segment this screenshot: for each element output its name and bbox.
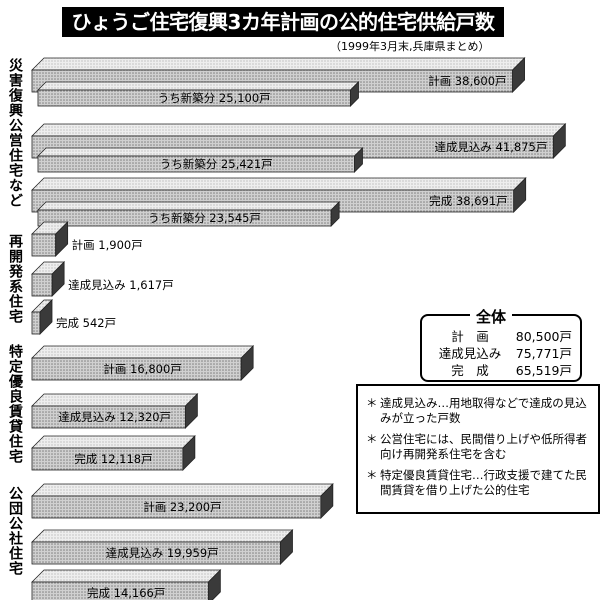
bar-1-0 bbox=[31, 221, 69, 257]
bar-top-face bbox=[37, 147, 364, 157]
bar-side-face bbox=[350, 81, 359, 107]
bar-0-2 bbox=[31, 177, 527, 213]
total-key: 計 画 bbox=[451, 329, 489, 344]
total-value: 65,519戸 bbox=[515, 363, 572, 378]
bar-new-value-label: うち新築分 25,421戸 bbox=[160, 157, 273, 171]
total-row-expected: 達成見込み 75,771戸 bbox=[432, 343, 572, 361]
bar-new-value-label: うち新築分 25,100戸 bbox=[158, 91, 271, 105]
note-mark: ＊ bbox=[366, 396, 378, 410]
bar-top-face bbox=[31, 57, 526, 71]
bar-side-face bbox=[280, 529, 293, 565]
total-key: 完 成 bbox=[451, 363, 489, 378]
bar-front-face bbox=[31, 233, 57, 257]
chart-title: ひょうご住宅復興3カ年計画の公的住宅供給戸数 bbox=[62, 7, 504, 37]
bar-side-face bbox=[39, 299, 53, 335]
bar-3-1 bbox=[31, 529, 294, 565]
bar-value-label: 達成見込み 41,875戸 bbox=[434, 140, 547, 154]
bar-value-label: 達成見込み 1,617戸 bbox=[68, 278, 174, 292]
group-label-public-corp-housing: 公団公社住宅 bbox=[7, 486, 23, 576]
bar-side-face bbox=[182, 435, 196, 471]
total-box: 全体 計 画 80,500戸 達成見込み 75,771戸 完 成 65,519戸 bbox=[420, 306, 582, 382]
bar-top-face bbox=[31, 393, 199, 407]
bar-side-face bbox=[207, 569, 221, 600]
bar-side-face bbox=[330, 201, 340, 227]
notes-box: ＊ 達成見込み…用地取得などで達成の見込みが立った戸数 ＊ 公営住宅には、民間借… bbox=[356, 384, 600, 514]
bar-3-2 bbox=[31, 569, 222, 600]
bar-new-0-1 bbox=[37, 147, 364, 173]
note-item: ＊ 特定優良賃貸住宅…行政支援で建てた民間賃貸を借り上げた公的住宅 bbox=[366, 468, 592, 498]
bar-2-0 bbox=[31, 345, 255, 381]
bar-value-label: 完成 542戸 bbox=[56, 316, 116, 330]
note-text: 達成見込み…用地取得などで達成の見込みが立った戸数 bbox=[380, 396, 587, 425]
bar-top-face bbox=[37, 201, 341, 211]
bar-top-face bbox=[31, 345, 255, 359]
bar-value-label: 計画 1,900戸 bbox=[72, 238, 143, 252]
bar-1-2 bbox=[31, 299, 53, 335]
bar-3-0 bbox=[31, 483, 334, 519]
bar-1-1 bbox=[31, 261, 66, 297]
bar-side-face bbox=[512, 57, 525, 93]
bar-value-label: 計画 16,800戸 bbox=[103, 362, 181, 376]
source-note: （1999年3月末,兵庫県まとめ） bbox=[330, 40, 490, 53]
total-heading: 全体 bbox=[470, 306, 513, 327]
note-item: ＊ 公営住宅には、民間借り上げや低所得者向け再開発系住宅を含む bbox=[366, 432, 592, 462]
bar-front-face bbox=[31, 273, 53, 297]
bar-side-face bbox=[320, 483, 334, 519]
total-row-complete: 完 成 65,519戸 bbox=[432, 360, 572, 378]
bar-side-face bbox=[55, 221, 69, 257]
bar-top-face bbox=[31, 123, 567, 137]
bar-value-label: 達成見込み 12,320戸 bbox=[58, 410, 171, 424]
bar-value-label: 完成 12,118戸 bbox=[74, 452, 152, 466]
bar-side-face bbox=[552, 123, 566, 159]
bar-value-label: 達成見込み 19,959戸 bbox=[106, 546, 219, 560]
bar-top-face bbox=[37, 81, 360, 91]
bar-new-value-label: うち新築分 23,545戸 bbox=[148, 211, 261, 225]
note-mark: ＊ bbox=[366, 468, 378, 482]
bar-value-label: 計画 38,600戸 bbox=[428, 74, 506, 88]
note-item: ＊ 達成見込み…用地取得などで達成の見込みが立った戸数 bbox=[366, 396, 592, 426]
note-text: 公営住宅には、民間借り上げや低所得者向け再開発系住宅を含む bbox=[380, 432, 587, 461]
bar-value-label: 完成 14,166戸 bbox=[87, 586, 165, 600]
total-value: 75,771戸 bbox=[515, 346, 572, 361]
total-row-plan: 計 画 80,500戸 bbox=[432, 326, 572, 344]
note-mark: ＊ bbox=[366, 432, 378, 446]
bar-side-face bbox=[184, 393, 198, 429]
bar-new-0-0 bbox=[37, 81, 360, 107]
bar-side-face bbox=[51, 261, 65, 297]
note-text: 特定優良賃貸住宅…行政支援で建てた民間賃貸を借り上げた公的住宅 bbox=[380, 468, 587, 497]
bar-top-face bbox=[31, 529, 294, 543]
total-value: 80,500戸 bbox=[515, 329, 572, 344]
bar-front-face bbox=[31, 311, 41, 335]
bar-top-face bbox=[31, 569, 222, 583]
bar-2-2 bbox=[31, 435, 196, 471]
group-label-disaster-housing: 災害復興公営住宅など bbox=[7, 58, 23, 208]
group-label-redevelopment-housing: 再開発系住宅 bbox=[7, 234, 23, 324]
bar-value-label: 完成 38,691戸 bbox=[429, 194, 507, 208]
bar-value-label: 計画 23,200戸 bbox=[143, 500, 221, 514]
bar-2-1 bbox=[31, 393, 199, 429]
bar-side-face bbox=[240, 345, 254, 381]
bar-side-face bbox=[354, 147, 363, 173]
total-key: 達成見込み bbox=[438, 346, 502, 361]
bar-top-face bbox=[31, 483, 334, 497]
bar-top-face bbox=[31, 177, 527, 191]
bar-new-0-2 bbox=[37, 201, 341, 227]
bar-top-face bbox=[31, 435, 196, 449]
group-label-special-rental-housing: 特定優良賃貸住宅 bbox=[7, 344, 23, 464]
bar-side-face bbox=[513, 177, 527, 213]
